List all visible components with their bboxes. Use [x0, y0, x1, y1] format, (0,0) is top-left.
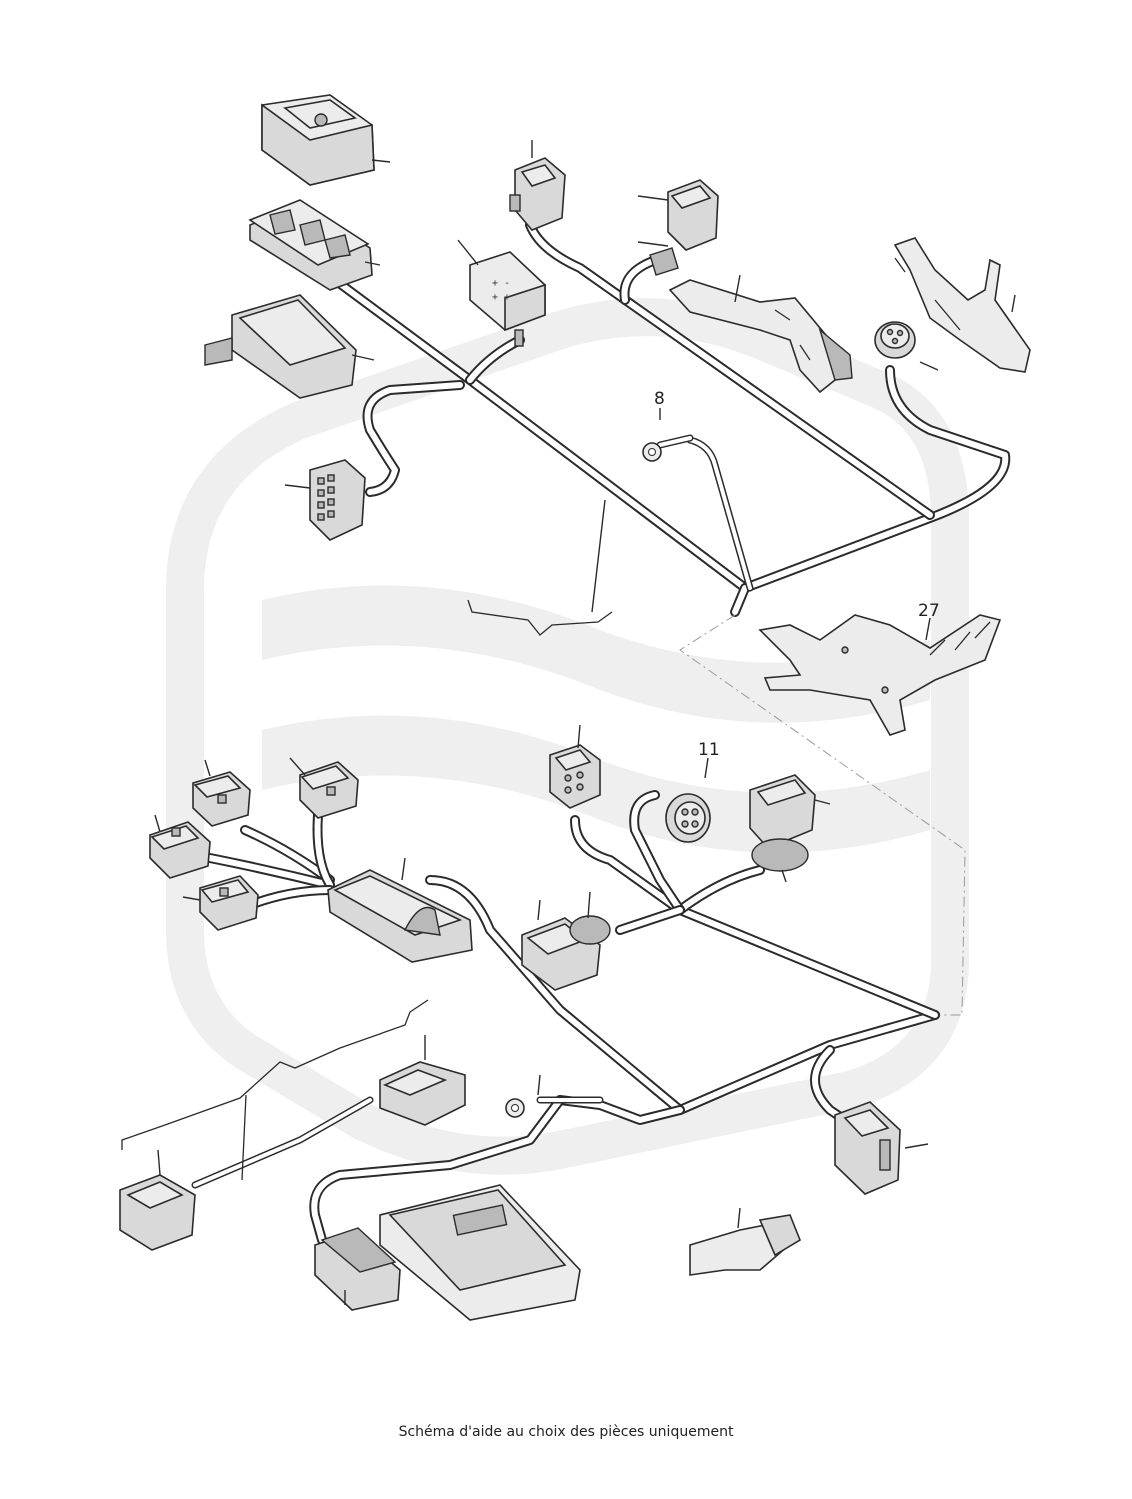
cable-grommet	[327, 869, 473, 963]
callout-8: 8	[654, 389, 665, 409]
caption: Schéma d'aide au choix des pièces unique…	[398, 1424, 734, 1440]
svg-text:+ +: + +	[492, 292, 510, 303]
leader-lines-upper	[284, 140, 1016, 641]
ground-ring-terminal-8	[642, 442, 662, 462]
callout-27: 27	[918, 601, 940, 621]
adapter-cable	[119, 1061, 466, 1251]
lower-harness-wires	[205, 790, 940, 1245]
small-connector-3	[149, 821, 211, 879]
connector-bottom-right	[834, 1101, 901, 1195]
round-connector-right	[874, 321, 916, 359]
control-unit	[379, 1184, 581, 1321]
connector-lower-right	[749, 774, 816, 872]
connector-top-left	[509, 157, 566, 231]
relay-module: + - + +	[469, 251, 546, 347]
fuse-carrier	[248, 199, 373, 291]
upper-harness: + - + +	[204, 94, 1031, 736]
multi-pin-connector-left	[309, 459, 366, 541]
lower-harness	[119, 724, 940, 1321]
control-unit-connector	[314, 1227, 401, 1311]
connector-lower-mid	[521, 915, 611, 991]
callout-11: 11	[698, 740, 720, 760]
round-connector-11	[665, 793, 711, 843]
cable-clip	[689, 1214, 801, 1276]
fuse-box-housing	[204, 294, 357, 399]
mounting-bracket-upper	[668, 279, 853, 394]
relay-box-cover	[261, 94, 375, 186]
leader-lines-lower	[121, 724, 929, 1305]
small-connector-4	[199, 875, 259, 931]
mounting-bracket-27	[758, 614, 1002, 736]
small-connector-1	[192, 771, 251, 827]
ground-ring-terminal-lower	[505, 1098, 525, 1118]
small-connector-2	[299, 761, 359, 819]
dashed-link-line	[679, 614, 966, 1016]
connector-lower-top	[549, 744, 601, 809]
svg-text:+ -: + -	[492, 278, 510, 289]
connector-top-right	[649, 179, 719, 276]
mounting-bracket-right	[893, 237, 1031, 373]
upper-harness-wires	[330, 220, 1011, 617]
